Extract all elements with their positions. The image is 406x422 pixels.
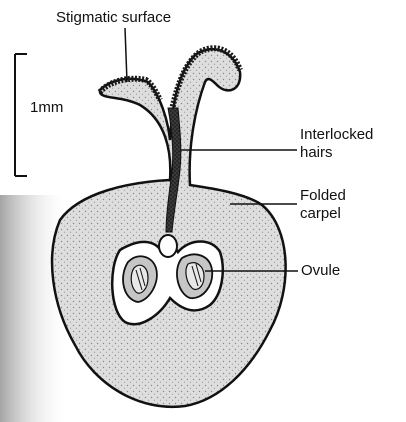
label-interlocked-hairs-line1: Interlocked [300,126,374,143]
label-stigmatic-surface: Stigmatic surface [56,9,172,26]
ovule-left [122,255,158,303]
interlocked-hairs [165,107,182,233]
stigmatic-surface-right [169,45,243,111]
leader-lines [124,27,298,272]
stigmatic-surface-left [97,75,163,102]
label-interlocked-hairs-line2: hairs [300,144,333,161]
label-interlocked-hairs: Interlocked hairs [300,126,373,162]
label-folded-carpel-line1: Folded [300,187,346,204]
placenta [158,234,178,258]
scale-bar [14,53,27,177]
label-folded-carpel: Folded carpel [300,187,346,223]
leader-stigma [124,27,128,83]
label-ovule: Ovule [301,262,341,279]
ovule-right [176,253,214,299]
label-folded-carpel-line2: carpel [300,205,341,222]
label-scale-1mm: 1mm [30,99,64,116]
